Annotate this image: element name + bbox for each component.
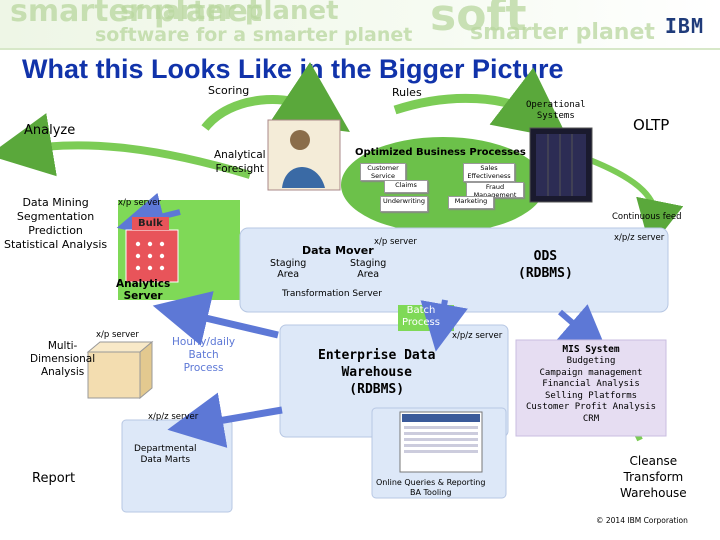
mis-title: MIS System bbox=[562, 344, 620, 355]
server-label: x/p server bbox=[118, 198, 161, 208]
header-rule bbox=[0, 48, 720, 50]
banner-watermark: soft bbox=[430, 0, 527, 41]
customer-service-card: Customer Service bbox=[360, 163, 406, 181]
oltp-label: OLTP bbox=[633, 116, 670, 134]
server-label: x/p/z server bbox=[614, 233, 665, 243]
underwriting-card: Underwriting bbox=[380, 196, 428, 212]
marketing-card: Marketing bbox=[448, 196, 494, 209]
ods-mis-arrow bbox=[556, 304, 609, 354]
report-label: Report bbox=[32, 471, 76, 486]
analyze-label: Analyze bbox=[24, 123, 76, 138]
batch-arrow bbox=[420, 299, 468, 352]
mis-box bbox=[515, 339, 667, 437]
scoring-label: Scoring bbox=[208, 84, 250, 97]
rules-label: Rules bbox=[392, 86, 422, 99]
analytical-foresight-label: Analytical Foresight bbox=[214, 149, 266, 175]
ibm-logo: IBM bbox=[664, 14, 704, 38]
multidimensional-label: Multi- Dimensional Analysis bbox=[30, 340, 96, 378]
data-mover-label: Data Mover bbox=[302, 244, 374, 257]
server-label: x/p server bbox=[374, 237, 417, 247]
continuous-feed-label: Continuous feed bbox=[612, 212, 682, 222]
analytics-server-label: Analytics Server bbox=[116, 278, 171, 302]
banner-watermark: smarter planet bbox=[10, 0, 263, 29]
mis-item: CRM bbox=[582, 413, 600, 424]
edw-label: Enterprise Data Warehouse (RDBMS) bbox=[318, 348, 436, 397]
multidimensional-cube bbox=[87, 351, 141, 399]
mis-list: MIS System Budgeting Campaign management… bbox=[516, 344, 666, 425]
server-label: x/p/z server bbox=[148, 412, 199, 422]
scoring-arrow bbox=[201, 62, 350, 132]
rules-arrow bbox=[393, 67, 569, 140]
server-label: x/p/z server bbox=[452, 331, 503, 341]
cleanse-label: Cleanse Transform Warehouse bbox=[620, 454, 687, 500]
bulk-label: Bulk bbox=[132, 217, 169, 230]
banner-watermark: software for a smarter planet bbox=[95, 24, 413, 46]
mis-item: Customer Profit Analysis bbox=[525, 402, 657, 412]
departmental-label: Departmental Data Marts bbox=[134, 444, 197, 465]
batch-process-label: Batch Process bbox=[402, 305, 440, 328]
header-banner: smarter planet smarter planet software f… bbox=[0, 0, 720, 50]
fraud-card: Fraud Management bbox=[466, 182, 524, 198]
staging-area-label: Staging Area bbox=[350, 258, 387, 280]
analyze-arrow bbox=[0, 113, 252, 179]
marts-arrow bbox=[167, 392, 283, 448]
ods-label: ODS (RDBMS) bbox=[518, 249, 573, 281]
sales-effectiveness-card: Sales Effectiveness bbox=[463, 163, 515, 182]
mis-item: Budgeting bbox=[566, 356, 616, 366]
mis-item: Financial Analysis bbox=[542, 379, 640, 389]
online-queries-label: Online Queries & Reporting BA Tooling bbox=[376, 478, 486, 497]
data-marts-panel bbox=[121, 419, 233, 513]
claims-card: Claims bbox=[384, 180, 428, 193]
hourly-arrow bbox=[152, 291, 279, 346]
optimized-processes-label: Optimized Business Processes bbox=[355, 147, 526, 158]
operational-systems-label: Operational Systems bbox=[526, 100, 586, 121]
copyright: © 2014 IBM Corporation bbox=[596, 516, 688, 525]
staging-area-label: Staging Area bbox=[270, 258, 307, 280]
continuous-feed-arrow bbox=[588, 157, 684, 249]
analytics-cube-dots bbox=[135, 241, 165, 271]
transformation-server-label: Transformation Server bbox=[282, 289, 382, 299]
banner-watermark: smarter planet bbox=[470, 20, 655, 45]
hourly-daily-label: Hourly/daily Batch Process bbox=[172, 336, 236, 374]
server-label: x/p server bbox=[96, 330, 139, 340]
data-mining-label: Data Mining Segmentation Prediction Stat… bbox=[4, 196, 108, 251]
banner-watermark: smarter planet bbox=[120, 0, 339, 26]
mis-item: Selling Platforms bbox=[544, 390, 638, 401]
mis-item: Campaign management bbox=[539, 367, 643, 378]
